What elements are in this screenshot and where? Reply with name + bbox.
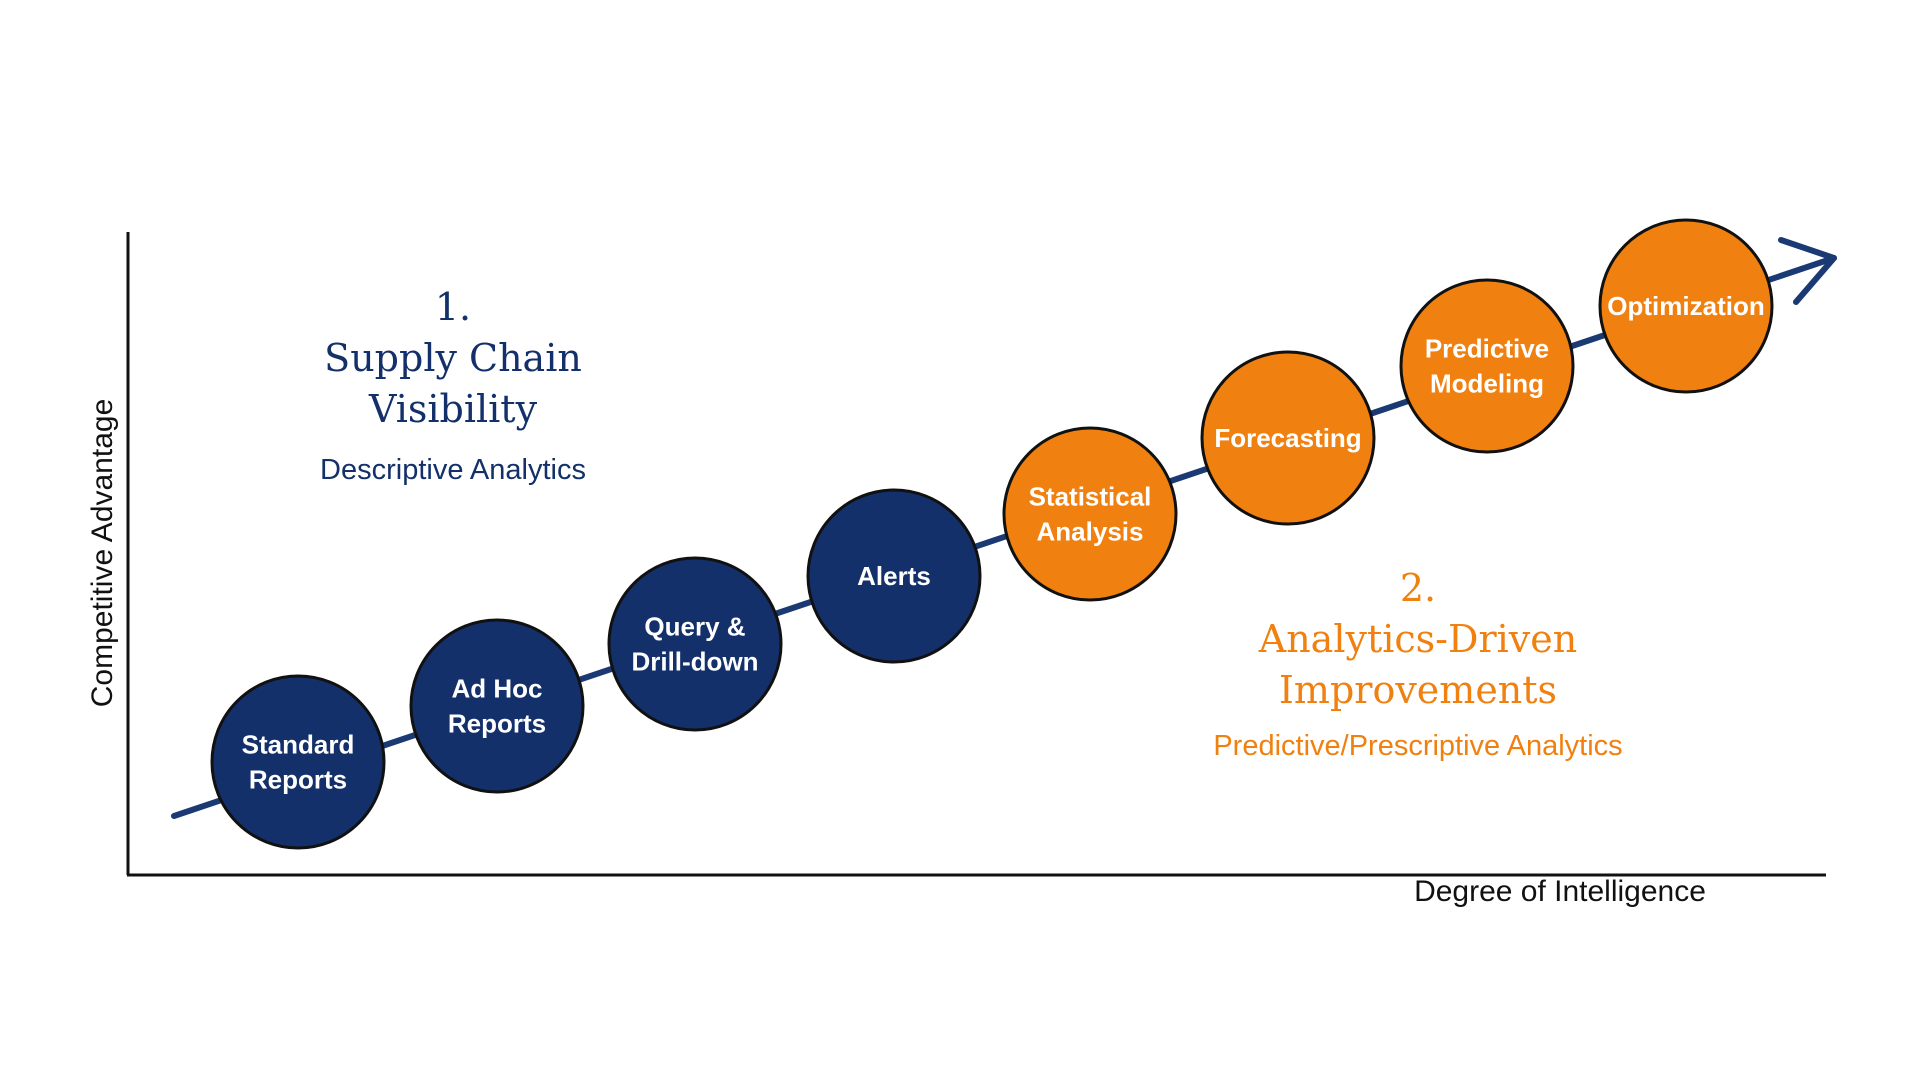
step-label-query-drill-down-line1: Query &	[644, 612, 745, 642]
step-node-query-drill-down: Query & Drill-down	[607, 556, 783, 732]
step-label-statistical-analysis-line1: Statistical	[1029, 482, 1152, 512]
step-circle-query-drill-down	[607, 556, 783, 732]
trend-arrowhead-icon	[1778, 237, 1837, 305]
step-label-query-drill-down-line2: Drill-down	[631, 647, 758, 677]
step-label-statistical-analysis-line2: Analysis	[1037, 517, 1144, 547]
step-label-ad-hoc-reports-line2: Reports	[448, 709, 546, 739]
step-circle-standard-reports	[210, 674, 386, 850]
y-axis-label: Competitive Advantage	[86, 399, 119, 708]
step-label-ad-hoc-reports-line1: Ad Hoc	[452, 674, 543, 704]
step-node-alerts: Alerts	[806, 488, 982, 664]
step-circle-optimization	[1598, 218, 1774, 394]
step-node-optimization: Optimization	[1598, 218, 1774, 394]
phase1-heading: 1. Supply Chain Visibility Descriptive A…	[320, 285, 586, 486]
step-label-optimization-line1: Optimization	[1607, 291, 1764, 321]
step-label-predictive-modeling-line1: Predictive	[1425, 334, 1549, 364]
x-axis-label: Degree of Intelligence	[1414, 875, 1706, 908]
phase2-heading: 2. Analytics-Driven Improvements Predict…	[1213, 566, 1622, 762]
phase1-subtitle: Descriptive Analytics	[320, 454, 586, 486]
step-circle-forecasting	[1200, 350, 1376, 526]
phase1-title-line2: Visibility	[368, 387, 538, 431]
step-circle-predictive-modeling	[1399, 278, 1575, 454]
step-label-standard-reports-line2: Reports	[249, 765, 347, 795]
phase2-subtitle: Predictive/Prescriptive Analytics	[1213, 730, 1622, 762]
phase1-title-line1: Supply Chain	[324, 336, 582, 380]
step-label-alerts-line1: Alerts	[857, 561, 931, 591]
step-circle-ad-hoc-reports	[409, 618, 585, 794]
step-circle-statistical-analysis	[1002, 426, 1178, 602]
step-circle-alerts	[806, 488, 982, 664]
phase1-number: 1.	[435, 285, 471, 329]
phase2-title-line2: Improvements	[1279, 668, 1557, 712]
step-label-standard-reports-line1: Standard	[242, 730, 355, 760]
phase2-number: 2.	[1400, 566, 1436, 610]
step-label-forecasting-line1: Forecasting	[1214, 423, 1361, 453]
step-label-predictive-modeling-line2: Modeling	[1430, 369, 1544, 399]
step-node-forecasting: Forecasting	[1200, 350, 1376, 526]
phase2-title-line1: Analytics-Driven	[1258, 617, 1577, 661]
